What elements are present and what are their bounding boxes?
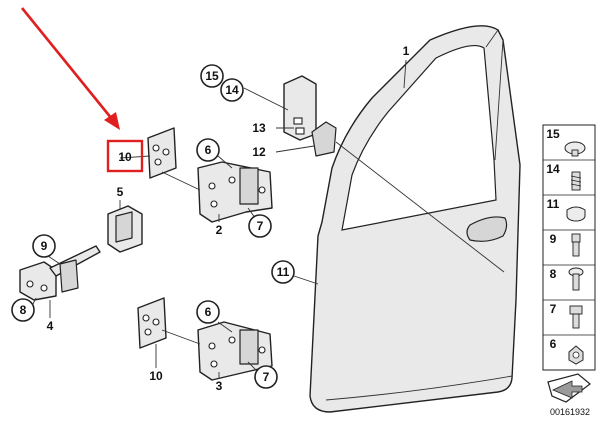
svg-text:14: 14	[225, 83, 239, 97]
leader-lines	[31, 59, 505, 378]
flange-bolt-icon	[571, 233, 581, 257]
legend-number: 11	[547, 197, 560, 211]
callout-8: 8	[11, 298, 35, 322]
hex-nut-icon	[568, 345, 584, 365]
label-10-bottom: 10	[149, 369, 163, 383]
svg-text:9: 9	[41, 239, 48, 253]
label-5: 5	[117, 185, 124, 199]
hinge-upper	[197, 161, 273, 223]
shim-plate-bottom	[137, 297, 167, 349]
door-panel	[309, 25, 521, 413]
callout-9: 9	[32, 234, 56, 258]
legend-number: 15	[546, 127, 560, 141]
svg-text:7: 7	[263, 370, 270, 384]
callout-7-upper: 7	[248, 214, 272, 238]
label-1: 1	[403, 44, 410, 58]
buffer-block	[107, 205, 143, 253]
callout-15: 15	[200, 64, 224, 88]
label-3: 3	[216, 379, 223, 393]
striker-wedge	[311, 121, 337, 157]
callout-11: 11	[271, 260, 295, 284]
callout-6-lower: 6	[196, 300, 220, 324]
cap-icon	[564, 141, 586, 157]
legend-number: 14	[546, 162, 560, 176]
door-stop-bracket	[283, 75, 317, 141]
label-12: 12	[252, 145, 266, 159]
legend-number: 8	[550, 267, 557, 281]
legend-number: 6	[550, 337, 557, 351]
legend-number: 7	[550, 302, 557, 316]
svg-text:11: 11	[277, 265, 290, 279]
label-2: 2	[216, 223, 223, 237]
svg-text:7: 7	[257, 219, 264, 233]
check-strap	[19, 245, 101, 301]
hex-bolt-icon	[569, 305, 583, 329]
callout-7-lower: 7	[254, 365, 278, 389]
spring-screw-icon	[570, 171, 582, 191]
label-13: 13	[252, 121, 266, 135]
label-10-top: 10	[118, 150, 132, 164]
plug-icon	[566, 206, 586, 222]
shim-plate-top	[147, 127, 177, 179]
svg-text:15: 15	[205, 69, 219, 83]
svg-text:6: 6	[205, 143, 212, 157]
label-4: 4	[47, 319, 54, 333]
callout-6-upper: 6	[196, 138, 220, 162]
highlight-box	[106, 139, 144, 173]
socket-screw-icon	[568, 267, 584, 291]
svg-text:6: 6	[205, 305, 212, 319]
legend-number: 9	[550, 232, 557, 246]
parts-legend: 15 14 11 9 8 7 6	[542, 124, 596, 403]
svg-text:8: 8	[20, 303, 27, 317]
diagram-code: 00161932	[550, 407, 590, 417]
callout-14: 14	[220, 78, 244, 102]
pointer-arrow	[20, 7, 120, 130]
diagram-arrow-icon	[547, 373, 591, 403]
